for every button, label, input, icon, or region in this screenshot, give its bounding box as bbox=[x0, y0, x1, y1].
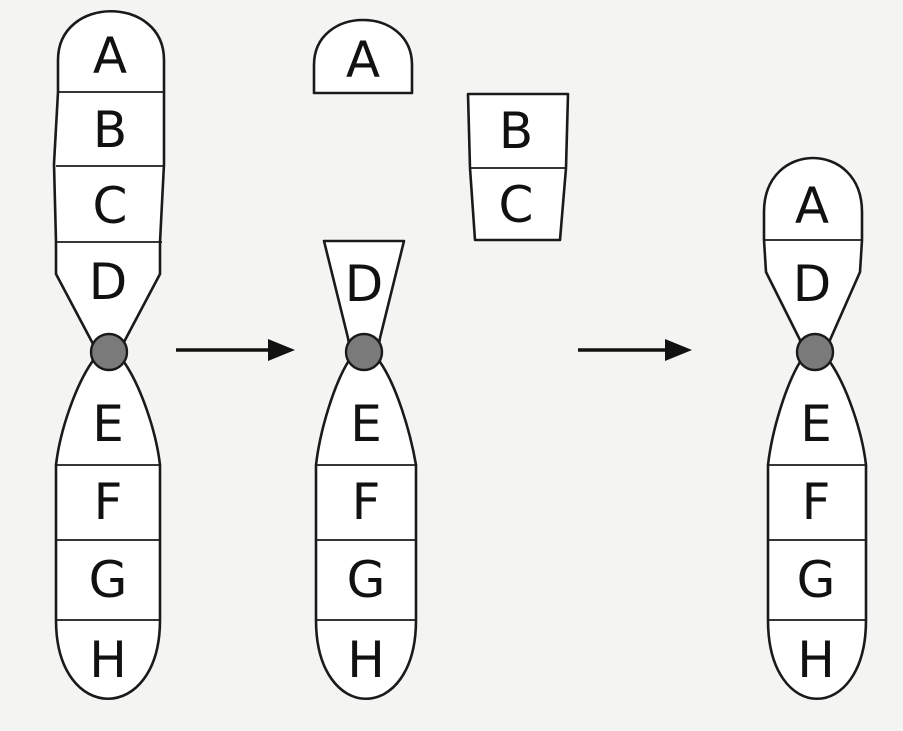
gene-label: B bbox=[93, 101, 127, 159]
gene-label: D bbox=[89, 253, 128, 311]
fragment-excised: B C bbox=[468, 94, 568, 240]
gene-label: G bbox=[797, 551, 836, 609]
gene-label: E bbox=[800, 395, 832, 453]
gene-label: H bbox=[797, 631, 835, 689]
gene-label: G bbox=[89, 551, 128, 609]
gene-label: C bbox=[499, 176, 534, 234]
centromere bbox=[91, 334, 127, 370]
gene-label: E bbox=[92, 395, 124, 453]
gene-label: D bbox=[793, 255, 832, 313]
chromosome-result: A D E F G H bbox=[764, 158, 866, 699]
right-arrow-icon bbox=[176, 339, 295, 361]
gene-label: F bbox=[352, 473, 381, 531]
chromosome-original: A B C D E F G H bbox=[54, 11, 164, 699]
gene-label: G bbox=[347, 551, 386, 609]
fragment-top: A bbox=[314, 20, 412, 93]
gene-label: H bbox=[89, 631, 127, 689]
centromere bbox=[797, 334, 833, 370]
gene-label: A bbox=[346, 31, 380, 89]
gene-label: F bbox=[802, 473, 831, 531]
gene-label: D bbox=[345, 255, 384, 313]
gene-label: F bbox=[94, 473, 123, 531]
gene-label: A bbox=[93, 27, 127, 85]
gene-label: A bbox=[795, 177, 829, 235]
right-arrow-icon bbox=[578, 339, 692, 361]
centromere bbox=[346, 334, 382, 370]
fragment-remaining: D E F G H bbox=[316, 241, 416, 699]
gene-label: H bbox=[347, 631, 385, 689]
gene-label: B bbox=[499, 102, 533, 160]
gene-label: E bbox=[350, 395, 382, 453]
gene-label: C bbox=[93, 177, 128, 235]
chromosome-broken: A B C D E F G H bbox=[314, 20, 568, 699]
